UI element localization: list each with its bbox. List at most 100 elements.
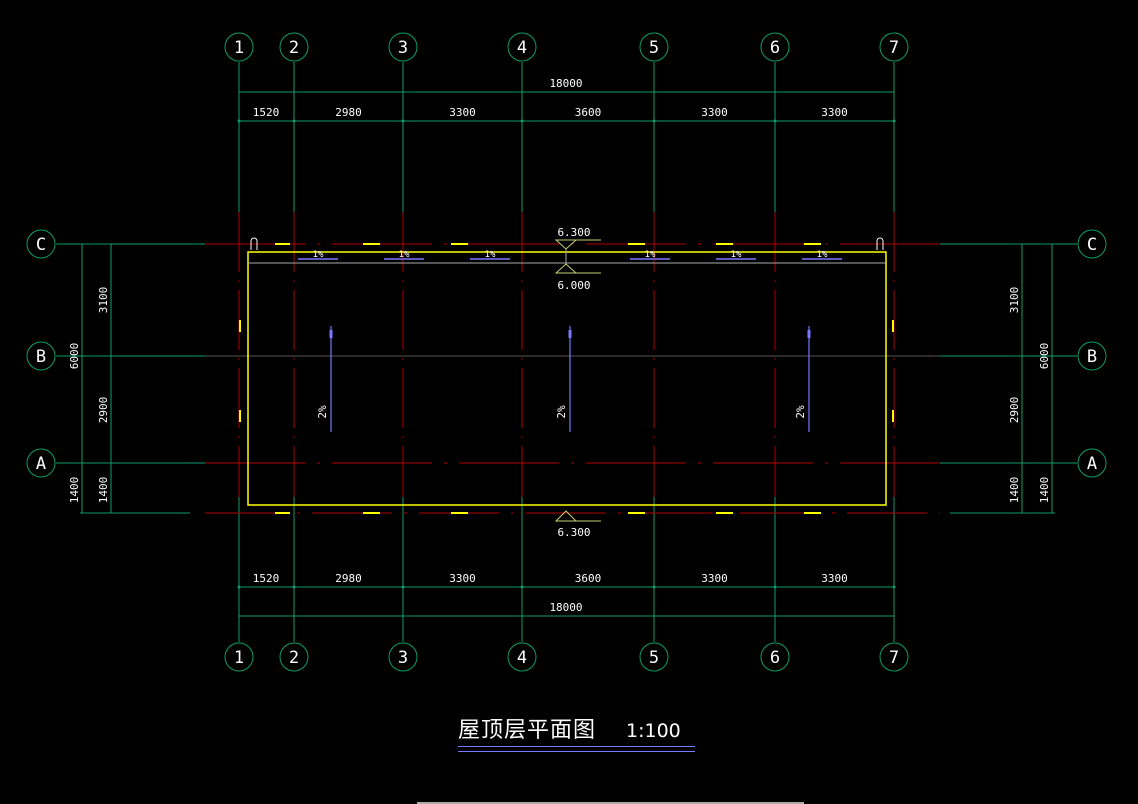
dim-tick [773, 585, 777, 589]
axis-top-1-label: 1 [234, 38, 244, 58]
dim-x-bottom: 2980 [335, 572, 362, 585]
gutter-slope-label: 1% [313, 250, 324, 260]
elevation-top: 6.300 [557, 226, 590, 239]
axis-top-2-label: 2 [289, 38, 299, 58]
dim-x-bottom: 3300 [821, 572, 848, 585]
axis-bottom-7-bubble [879, 642, 909, 672]
axis-top-5-label: 5 [649, 38, 659, 58]
gutter-slope-label: 1% [731, 250, 742, 260]
dim-tick [892, 585, 896, 589]
gutter-slope-label: 1% [399, 250, 410, 260]
dim-y-inner-left: 1400 [97, 477, 110, 504]
title-underline-2 [458, 751, 695, 752]
axis-top-2-bubble [279, 32, 309, 62]
dim-y-inner-left: 3100 [97, 287, 110, 314]
axis-right-A-bubble [1077, 448, 1107, 478]
dim-x-bottom: 3600 [575, 572, 602, 585]
rain-outlet-icon [876, 237, 884, 250]
dim-y-outer-left: 1400 [68, 477, 81, 504]
axis-right-A-label: A [1087, 454, 1097, 474]
dim-tick [652, 119, 656, 123]
axis-top-1-bubble [224, 32, 254, 62]
dim-tick [520, 585, 524, 589]
dim-y-inner-right: 1400 [1008, 477, 1021, 504]
dim-tick [292, 585, 296, 589]
roof-slope-label: 2% [555, 405, 568, 419]
roof-parapet-outline [247, 251, 887, 506]
axis-bottom-2-label: 2 [289, 648, 299, 668]
rain-outlet-icon [250, 237, 258, 250]
axis-bottom-3-bubble [388, 642, 418, 672]
dim-total-top: 18000 [549, 77, 582, 90]
dim-tick [401, 119, 405, 123]
arrow-head-icon [568, 330, 572, 338]
gutter-slope-label: 1% [645, 250, 656, 260]
dim-y-outer-right: 6000 [1038, 343, 1051, 370]
axis-right-C-bubble [1077, 229, 1107, 259]
roof-slope-label: 2% [316, 405, 329, 419]
dim-x-bottom: 1520 [253, 572, 280, 585]
elevation-symbol-icon [554, 239, 601, 250]
dim-tick [401, 585, 405, 589]
dim-tick [652, 585, 656, 589]
axis-bottom-3-label: 3 [398, 648, 408, 668]
dim-y-inner-right: 2900 [1008, 397, 1021, 424]
axis-right-C-label: C [1087, 235, 1097, 255]
axis-bottom-5-bubble [639, 642, 669, 672]
dim-x-top: 1520 [253, 106, 280, 119]
gutter-slope-label: 1% [485, 250, 496, 260]
axis-right-B-bubble [1077, 341, 1107, 371]
axis-bottom-6-bubble [760, 642, 790, 672]
dim-tick [892, 119, 896, 123]
dim-tick [237, 119, 241, 123]
drawing-title: 屋顶层平面图 [458, 718, 597, 743]
dim-total-bottom: 18000 [549, 601, 582, 614]
dim-x-bottom: 3300 [701, 572, 728, 585]
drawing-scale: 1:100 [626, 720, 681, 742]
axis-left-C-label: C [36, 235, 46, 255]
dim-x-bottom: 3300 [449, 572, 476, 585]
dim-y-outer-right: 1400 [1038, 477, 1051, 504]
axis-top-6-label: 6 [770, 38, 780, 58]
axis-top-7-bubble [879, 32, 909, 62]
dim-x-top: 3300 [701, 106, 728, 119]
axis-bottom-1-bubble [224, 642, 254, 672]
elevation-inner: 6.000 [557, 279, 590, 292]
elevation-symbol-icon [554, 510, 601, 522]
dim-x-top: 3600 [575, 106, 602, 119]
axis-top-5-bubble [639, 32, 669, 62]
axis-bottom-2-bubble [279, 642, 309, 672]
axis-bottom-5-label: 5 [649, 648, 659, 668]
axis-left-A-label: A [36, 454, 46, 474]
axis-left-B-bubble [26, 341, 56, 371]
elevation-symbol-icon [554, 263, 601, 274]
axis-top-4-label: 4 [517, 38, 527, 58]
axis-bottom-4-bubble [507, 642, 537, 672]
dim-tick [237, 585, 241, 589]
dim-y-outer-left: 6000 [68, 343, 81, 370]
axis-bottom-1-label: 1 [234, 648, 244, 668]
axis-left-A-bubble [26, 448, 56, 478]
horizontal-scrollbar[interactable] [417, 802, 804, 804]
dim-y-inner-right: 3100 [1008, 287, 1021, 314]
axis-left-C-bubble [26, 229, 56, 259]
axis-right-B-label: B [1087, 347, 1097, 367]
axis-bottom-4-label: 4 [517, 648, 527, 668]
arrow-head-icon [329, 330, 333, 338]
axis-top-7-label: 7 [889, 38, 899, 58]
dim-tick [292, 119, 296, 123]
dim-x-top: 3300 [449, 106, 476, 119]
axis-top-4-bubble [507, 32, 537, 62]
axis-top-3-bubble [388, 32, 418, 62]
roof-slope-label: 2% [794, 405, 807, 419]
axis-bottom-7-label: 7 [889, 648, 899, 668]
dim-tick [773, 119, 777, 123]
axis-top-3-label: 3 [398, 38, 408, 58]
dim-x-top: 3300 [821, 106, 848, 119]
title-underline [458, 746, 695, 747]
dim-x-top: 2980 [335, 106, 362, 119]
axis-left-B-label: B [36, 347, 46, 367]
axis-top-6-bubble [760, 32, 790, 62]
arrow-head-icon [807, 330, 811, 338]
